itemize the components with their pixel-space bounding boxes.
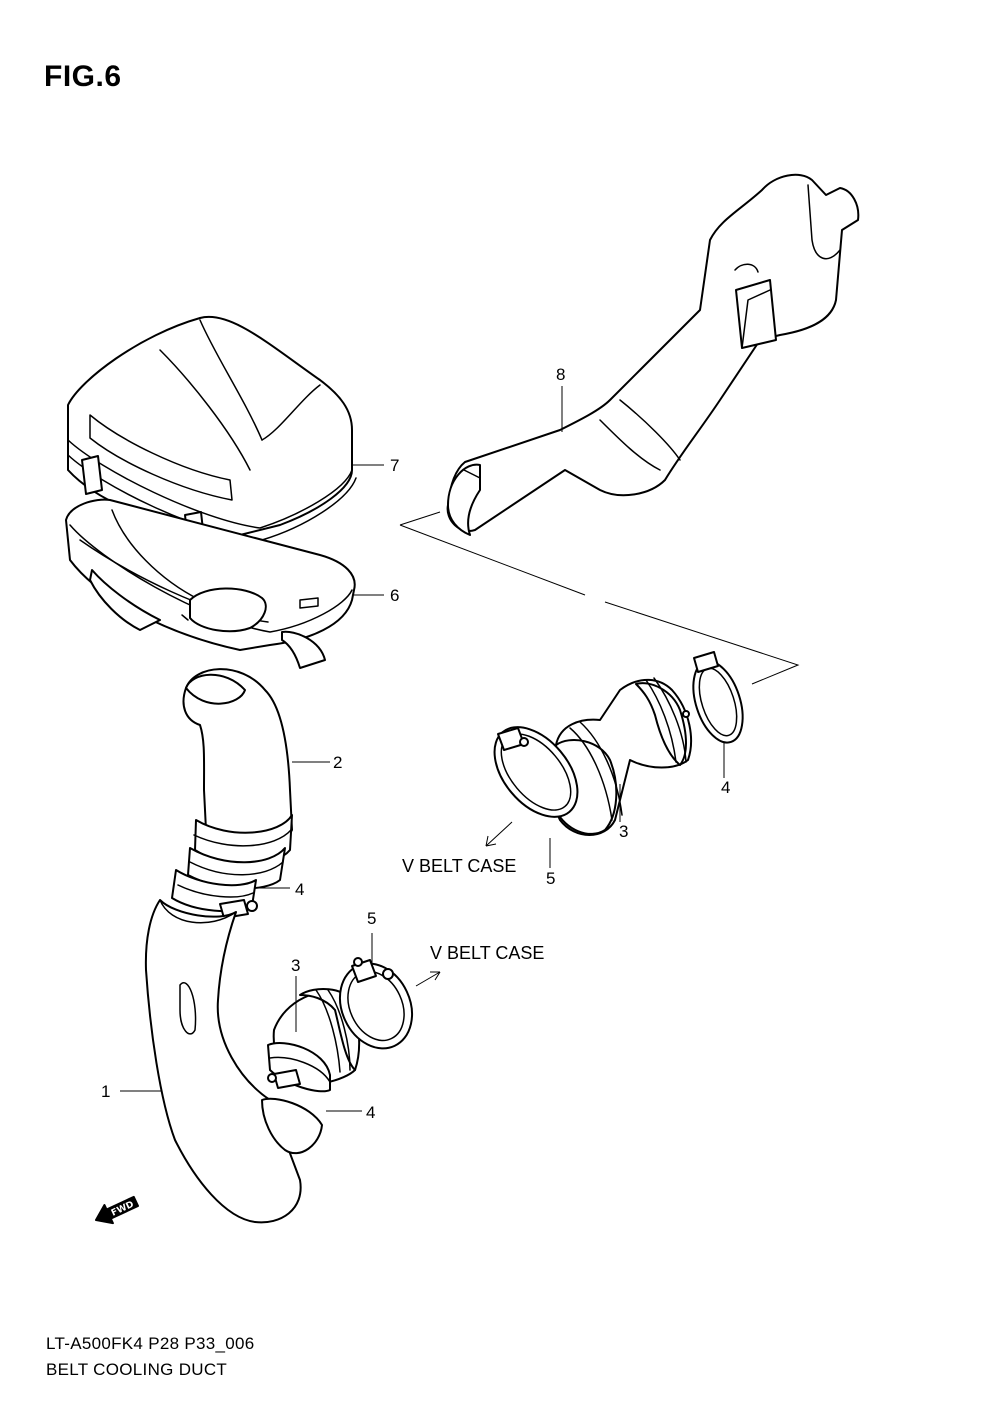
part-4-clamp-upper [171,869,258,919]
part-8-cooling-duct [446,173,860,536]
part-4-clamp-right [692,651,744,744]
callout-6: 6 [390,586,400,605]
callout-7: 7 [390,456,400,475]
direction-arrows [415,821,513,987]
v-belt-case-upper: V BELT CASE [402,856,517,876]
leader-lines [120,386,725,1112]
fwd-arrow-icon: FWD [95,1195,139,1225]
part-6-base [65,498,356,669]
callout-5-right: 5 [546,869,556,888]
v-belt-case-lower: V BELT CASE [430,943,545,963]
part-3-hose-right [550,677,692,836]
part-5-clamp-left [339,957,413,1050]
callout-3-left: 3 [291,956,301,975]
footer-title: BELT COOLING DUCT [46,1360,228,1379]
callout-3-right: 3 [619,822,629,841]
figure-title: FIG.6 [44,60,122,93]
part-4-clamp-lower-left [267,1042,331,1093]
callout-4-upper-left: 4 [295,880,305,899]
part-2-duct-elbow [182,668,293,890]
callout-8: 8 [556,365,566,384]
callout-1: 1 [101,1082,111,1101]
section-divider [399,511,800,685]
part-5-clamp-right [493,726,579,818]
callout-4-lower-left: 4 [366,1103,376,1122]
part-1-main-duct [144,899,323,1224]
footer-code: LT-A500FK4 P28 P33_006 [46,1334,255,1353]
callout-4-right: 4 [721,778,731,797]
callout-5-left: 5 [367,909,377,928]
callout-2: 2 [333,753,343,772]
